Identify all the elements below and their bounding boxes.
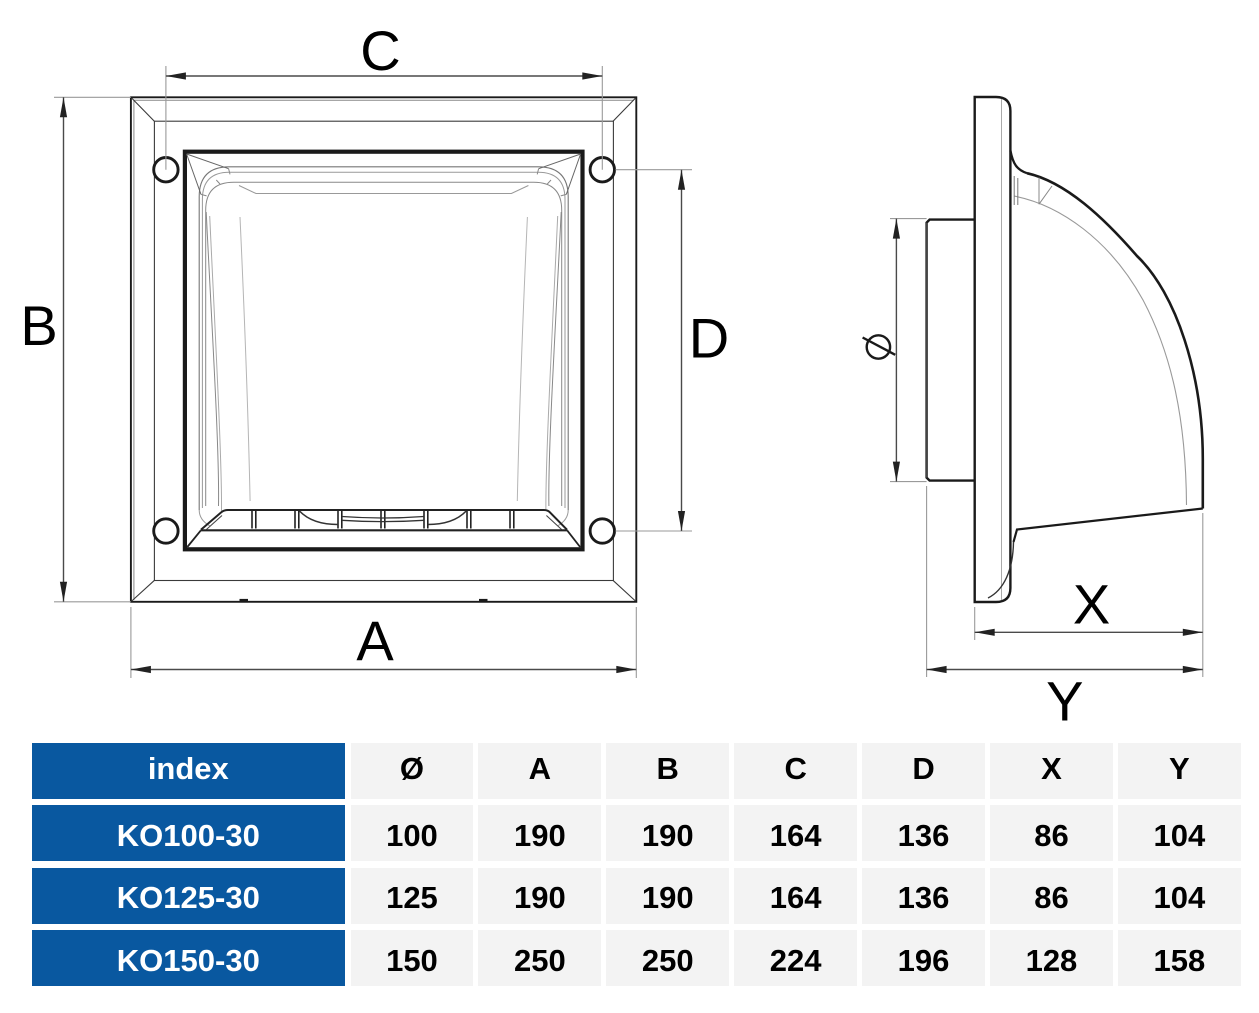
svg-text:B: B — [20, 294, 57, 357]
svg-text:A: A — [356, 609, 394, 672]
svg-text:X: X — [1073, 573, 1110, 636]
svg-text:C: C — [360, 19, 400, 82]
svg-text:Y: Y — [1046, 670, 1083, 733]
svg-text:D: D — [689, 307, 729, 370]
